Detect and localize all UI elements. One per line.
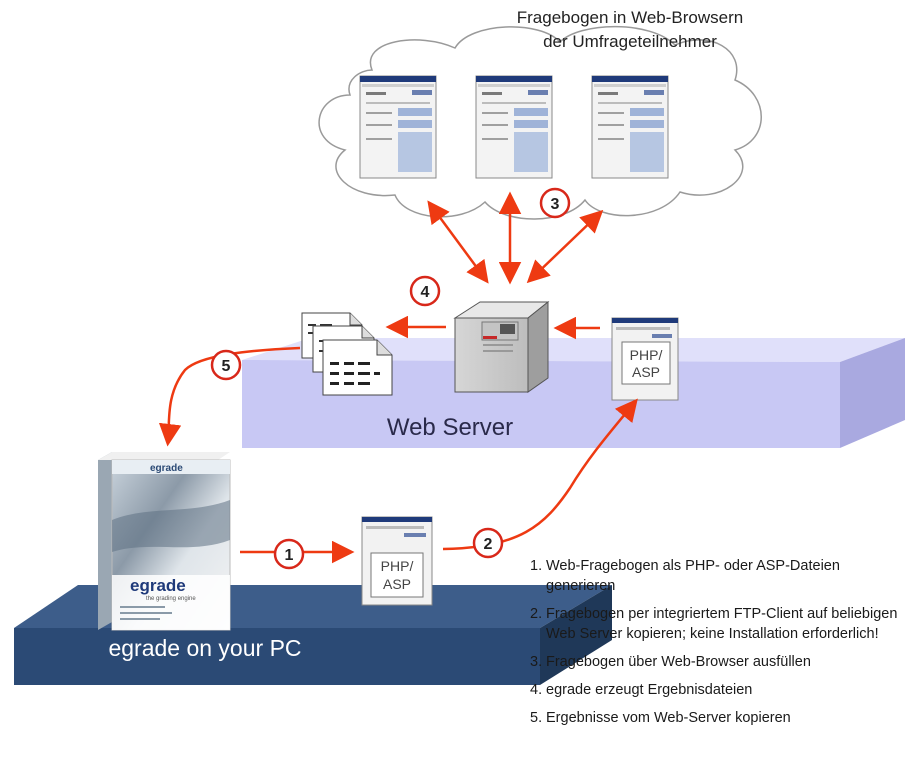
step-number: 1.: [530, 558, 543, 574]
php-asp-label-line1: PHP/: [630, 347, 663, 363]
badge-3-text: 3: [551, 196, 560, 213]
steps-list: 1.Web-Fragebogen als PHP- oder ASP-Datei…: [530, 556, 900, 736]
box-logo: egrade: [150, 463, 183, 474]
step-number: 5.: [530, 710, 543, 726]
php-asp-file-pc: PHP/ ASP: [361, 516, 433, 606]
step-item: 2.Fragebogen per integriertem FTP-Client…: [530, 604, 900, 644]
cloud-title: Fragebogen in Web-Browsern der Umfragete…: [470, 6, 790, 54]
box-title: egrade: [130, 576, 186, 595]
step-text: Fragebogen über Web-Browser ausfüllen: [546, 654, 811, 670]
php-asp-label-line2: ASP: [383, 576, 411, 592]
badge-4: 4: [409, 275, 441, 307]
arrow-server-to-browser-3: [526, 209, 604, 284]
step-item: 1.Web-Fragebogen als PHP- oder ASP-Datei…: [530, 556, 900, 596]
badge-3: 3: [539, 187, 571, 219]
badge-1-text: 1: [285, 547, 294, 564]
step-text: Fragebogen per integriertem FTP-Client a…: [546, 606, 898, 642]
cloud-title-line1: Fragebogen in Web-Browsern: [516, 8, 744, 27]
result-files-icon: [301, 312, 393, 396]
questionnaire-window-3: [591, 75, 669, 179]
step-text: Web-Fragebogen als PHP- oder ASP-Dateien…: [546, 558, 840, 594]
arrow-server-to-browser-1: [427, 200, 489, 284]
box-tagline: the grading engine: [146, 596, 196, 602]
cloud-title-line2: der Umfrageteilnehmer: [543, 32, 717, 51]
php-asp-file-server: PHP/ ASP: [611, 317, 679, 401]
badge-5: 5: [210, 349, 242, 381]
badge-2-text: 2: [484, 536, 493, 553]
badge-5-text: 5: [222, 358, 231, 375]
questionnaire-window-1: [359, 75, 437, 179]
badge-4-text: 4: [421, 284, 430, 301]
php-asp-label-line1: PHP/: [381, 558, 414, 574]
server-tower-icon: [453, 300, 550, 393]
step-item: 4.egrade erzeugt Ergebnisdateien: [530, 680, 900, 700]
php-asp-label-line2: ASP: [632, 364, 660, 380]
arrow-results-to-pc: [158, 346, 301, 447]
step-number: 3.: [530, 654, 543, 670]
step-number: 4.: [530, 682, 543, 698]
questionnaire-window-2: [475, 75, 553, 179]
pc-label: egrade on your PC: [108, 635, 302, 661]
egrade-product-box: egrade egrade the grading engine: [98, 452, 231, 631]
badge-2: 2: [472, 527, 504, 559]
step-text: Ergebnisse vom Web-Server kopieren: [546, 710, 791, 726]
web-server-label: Web Server: [386, 414, 514, 441]
badge-1: 1: [273, 538, 305, 570]
step-item: 3.Fragebogen über Web-Browser ausfüllen: [530, 652, 900, 672]
step-text: egrade erzeugt Ergebnisdateien: [546, 682, 753, 698]
step-item: 5.Ergebnisse vom Web-Server kopieren: [530, 708, 900, 728]
step-number: 2.: [530, 606, 543, 622]
